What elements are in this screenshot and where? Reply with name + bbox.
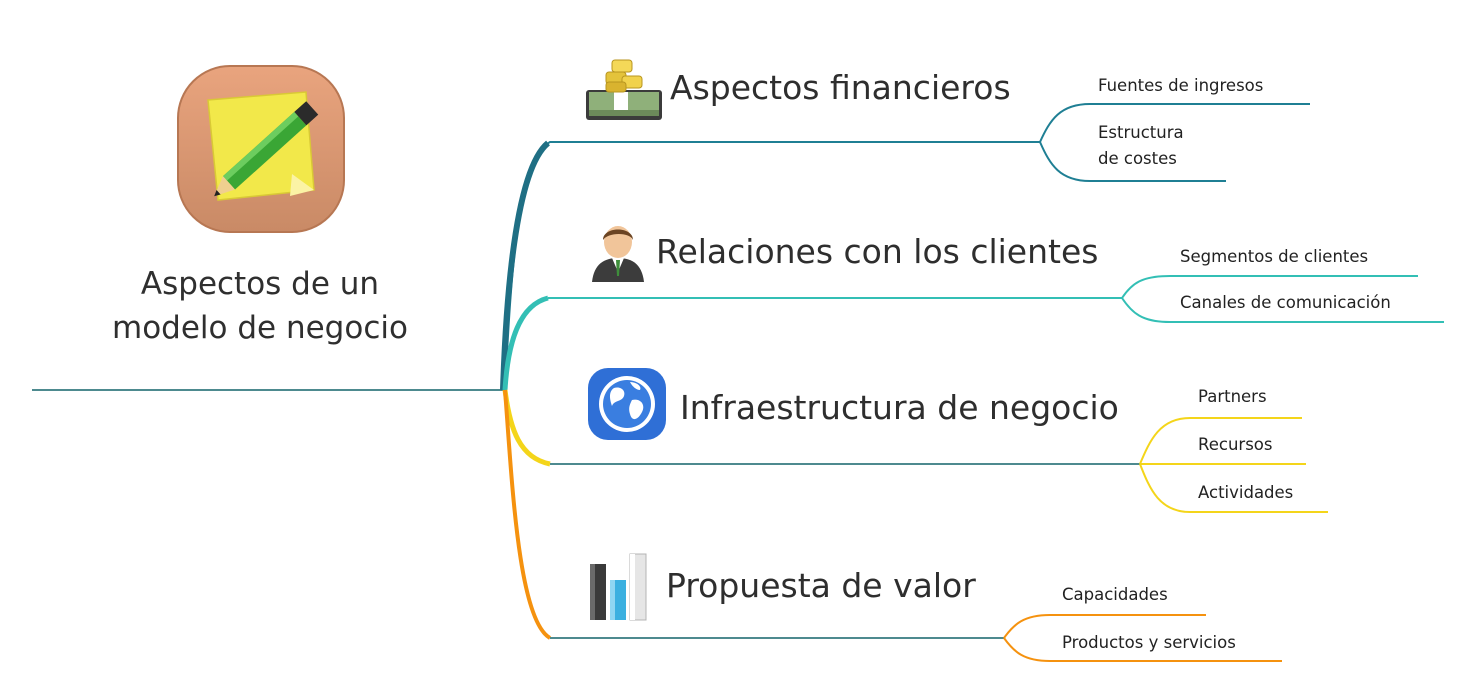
leaf-actividades: Actividades	[1198, 483, 1294, 502]
branch-thick-relaciones	[502, 295, 549, 391]
branch-thick-financieros	[500, 140, 551, 391]
leaf-fuentes-de-ingresos: Fuentes de ingresos	[1098, 76, 1264, 95]
notepad-pencil-icon	[177, 65, 345, 233]
leaf-connector-partners	[1139, 417, 1302, 465]
leaf-estructura-line1: Estructura	[1098, 123, 1184, 142]
bar-chart-icon	[590, 553, 647, 621]
branch-label-propuesta: Propuesta de valor	[666, 566, 976, 605]
central-topic-title: Aspectos de un modelo de negocio	[70, 262, 450, 350]
central-title-line2: modelo de negocio	[112, 310, 408, 346]
leaf-segmentos-de-clientes: Segmentos de clientes	[1180, 247, 1369, 266]
leaf-capacidades: Capacidades	[1062, 585, 1168, 604]
leaf-partners: Partners	[1198, 387, 1267, 406]
branch-label-financieros: Aspectos financieros	[670, 68, 1011, 107]
money-stack-icon	[586, 59, 662, 120]
branch-thick-propuesta	[503, 389, 552, 640]
leaf-recursos: Recursos	[1198, 435, 1273, 454]
central-title-line1: Aspectos de un	[140, 266, 380, 302]
leaf-estructura-de-costes: Estructura de costes	[1098, 120, 1184, 172]
leaf-connector-segmentos	[1121, 275, 1418, 299]
leaf-connector-productos	[1003, 637, 1282, 662]
leaf-connector-canales	[1121, 297, 1444, 323]
leaf-productos-y-servicios: Productos y servicios	[1062, 633, 1236, 652]
leaf-canales-de-comunicacion: Canales de comunicación	[1180, 293, 1391, 312]
leaf-connector-estructura	[1039, 141, 1226, 182]
leaf-estructura-line2: de costes	[1098, 149, 1177, 168]
leaf-connector-actividades	[1139, 463, 1328, 513]
businessman-icon	[592, 226, 644, 282]
branch-label-relaciones: Relaciones con los clientes	[656, 232, 1099, 271]
leaf-connector-fuentes	[1039, 103, 1310, 143]
leaf-connector-capacidades	[1003, 614, 1206, 639]
globe-icon	[588, 368, 666, 440]
branch-thick-infraestructura	[502, 389, 551, 467]
branch-label-infraestructura: Infraestructura de negocio	[680, 388, 1119, 427]
